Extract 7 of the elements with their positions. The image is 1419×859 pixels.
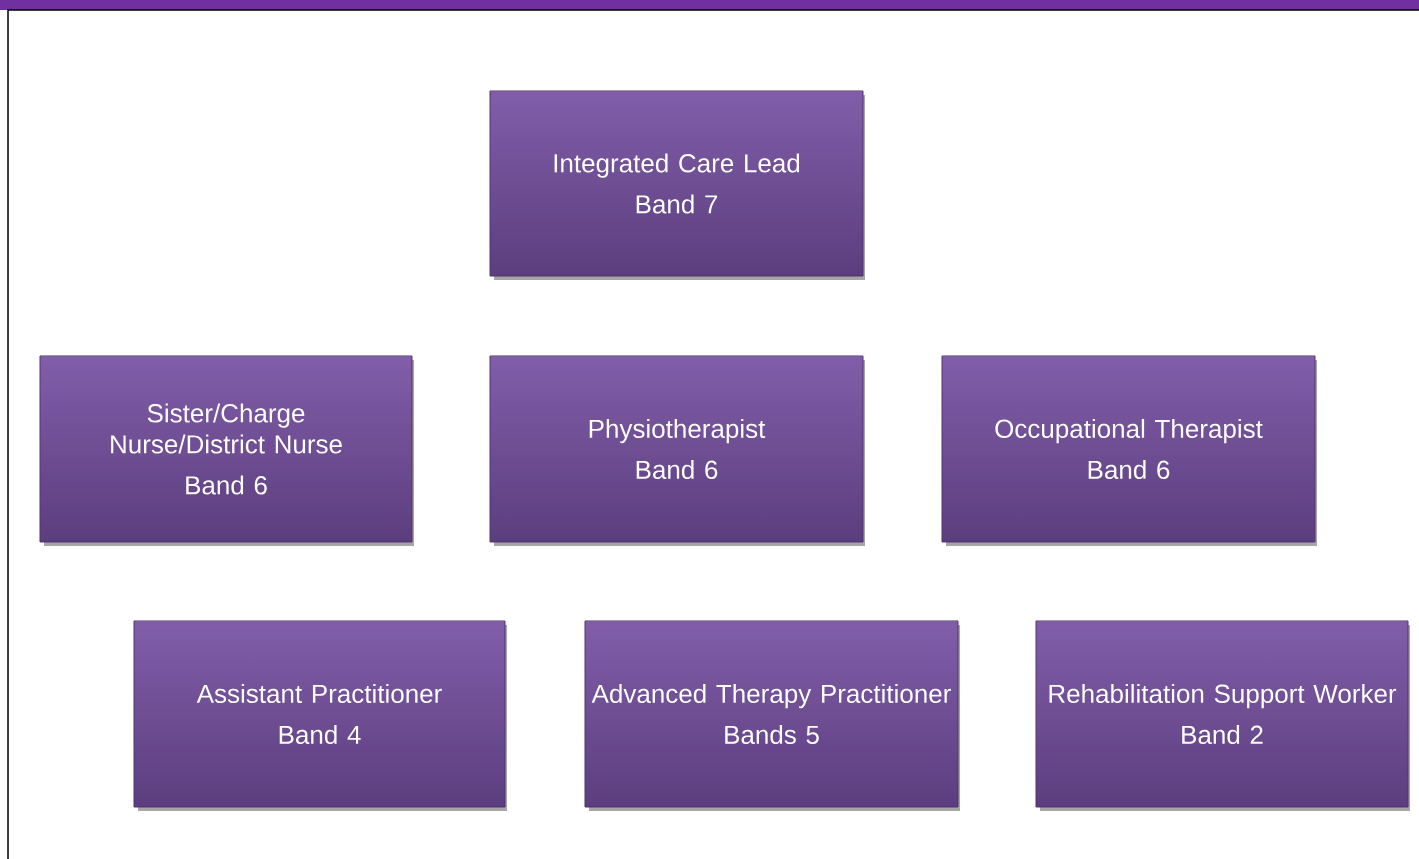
role-box: Integrated Care Lead Band 7 [489,90,865,280]
role-box: Occupational Therapist Band 6 [941,355,1317,546]
role-box: Advanced Therapy Practitioner Bands 5 [584,620,960,811]
role-box: Physiotherapist Band 6 [489,355,865,546]
role-box: Rehabilitation Support Worker Band 2 [1035,620,1410,811]
role-box: Assistant Practitioner Band 4 [133,620,507,811]
role-box: Sister/Charge Nurse/District Nurse Band 6 [39,355,414,546]
